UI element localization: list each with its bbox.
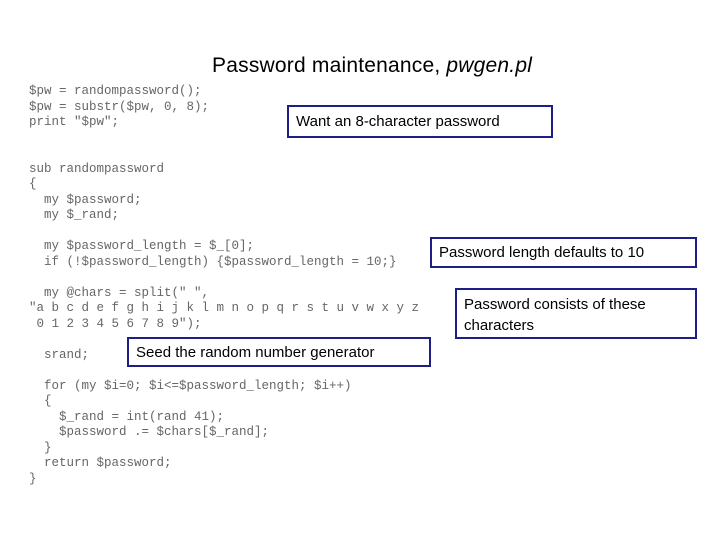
callout-label: Want an 8-character password: [296, 113, 500, 130]
page-title: Password maintenance, pwgen.pl: [0, 30, 720, 102]
callout-password-length-default: Password length defaults to 10: [430, 237, 697, 268]
page-title-italic: pwgen.pl: [446, 54, 533, 77]
callout-label: Password length defaults to 10: [439, 244, 645, 261]
callout-seed-random-generator: Seed the random number generator: [127, 337, 431, 367]
callout-label: Password consists of these characters: [464, 296, 646, 334]
callout-want-8-character-password: Want an 8-character password: [287, 105, 553, 138]
callout-label: Seed the random number generator: [136, 343, 375, 361]
perl-code-listing: $pw = randompassword(); $pw = substr($pw…: [29, 84, 420, 486]
callout-password-character-set: Password consists of these characters: [455, 288, 697, 339]
page-title-regular: Password maintenance,: [212, 54, 447, 77]
